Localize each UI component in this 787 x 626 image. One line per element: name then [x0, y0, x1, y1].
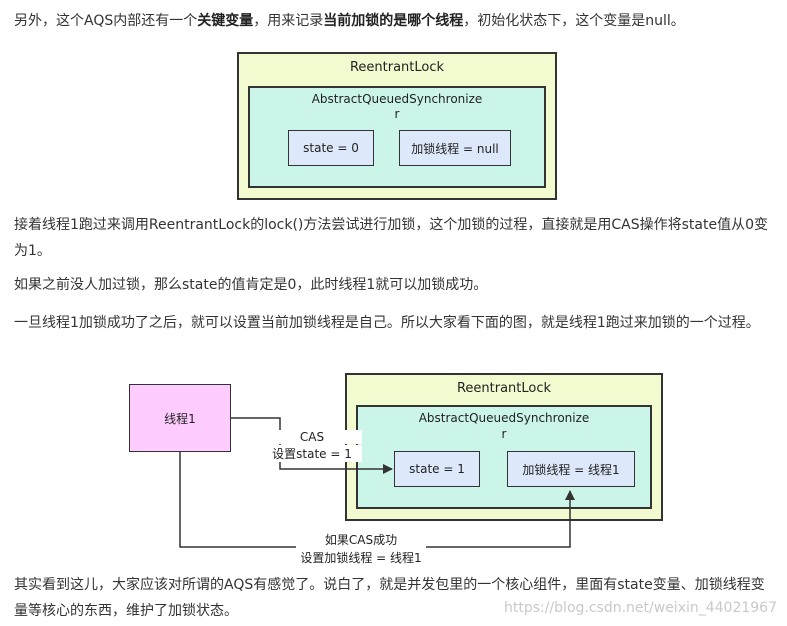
- lock-thread-cell-2: 加锁线程 = 线程1: [507, 451, 635, 487]
- paragraph-lock-success: 如果之前没人加过锁，那么state的值肯定是0，此时线程1就可以加锁成功。: [14, 277, 488, 293]
- paragraph-intro: 另外，这个AQS内部还有一个关键变量，用来记录当前加锁的是哪个线程，初始化状态下…: [14, 8, 778, 34]
- paragraph-summary: 其实看到这儿，大家应该对所谓的AQS有感觉了。说白了，就是并发包里的一个核心组件…: [14, 577, 765, 619]
- reentrantlock-title-2: ReentrantLock: [456, 381, 552, 396]
- cas-label-line1: CAS: [262, 430, 362, 444]
- thread1-box: 线程1: [129, 384, 231, 452]
- paragraph-set-thread: 一旦线程1加锁成功了之后，就可以设置当前加锁线程是自己。所以大家看下面的图，就是…: [14, 315, 760, 331]
- state-cell-2: state = 1: [394, 451, 480, 487]
- aqs-title-line1: AbstractQueuedSynchronize: [311, 92, 483, 106]
- cas-label-line2: 设置state = 1: [262, 445, 362, 462]
- aqs-title-line1-2: AbstractQueuedSynchronize: [418, 411, 590, 425]
- watermark-url: https://blog.csdn.net/weixin_44021967: [503, 600, 777, 616]
- lock-thread-cell: 加锁线程 = null: [399, 130, 511, 166]
- aqs-title-line2-2: r: [501, 427, 507, 441]
- success-label-line2: 设置加锁线程 = 线程1: [286, 549, 436, 566]
- reentrantlock-title: ReentrantLock: [349, 60, 445, 75]
- bold-key-variable: 关键变量: [197, 13, 254, 29]
- paragraph-lock-call: 接着线程1跑过来调用ReentrantLock的lock()方法尝试进行加锁，这…: [14, 217, 769, 259]
- aqs-title-line2: r: [394, 107, 400, 121]
- success-label-line1: 如果CAS成功: [296, 531, 426, 548]
- text-span: 另外，这个AQS内部还有一个: [14, 13, 198, 29]
- text-span: ，用来记录: [253, 13, 324, 29]
- text-span: ，初始化状态下，这个变量是null。: [463, 13, 685, 29]
- bold-current-thread: 当前加锁的是哪个线程: [323, 13, 464, 29]
- state-cell: state = 0: [288, 130, 374, 166]
